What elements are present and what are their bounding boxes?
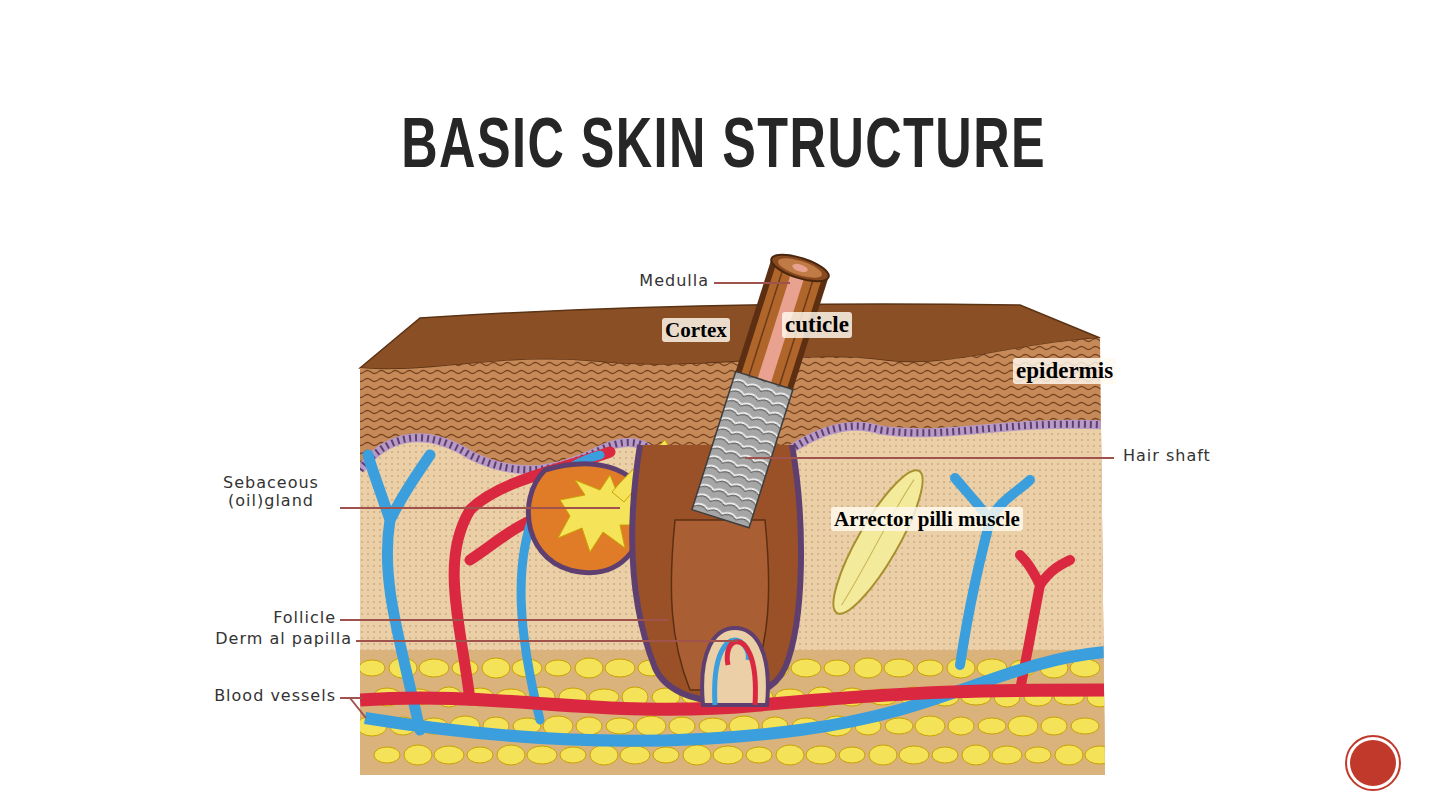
fat-cell — [1008, 716, 1038, 736]
fat-cell — [404, 745, 432, 765]
fat-cell — [1041, 717, 1067, 735]
fat-cell — [713, 746, 743, 764]
part-label: Derm al papilla — [215, 630, 352, 648]
fat-cell — [359, 660, 385, 676]
part-label: Hair shaft — [1123, 447, 1211, 465]
fat-cell — [885, 718, 913, 734]
part-label: Cortex — [662, 318, 730, 342]
fat-cell — [683, 745, 711, 765]
part-label: Medulla — [639, 272, 709, 290]
fat-cell — [1055, 745, 1083, 765]
fat-cell — [1085, 746, 1115, 764]
fat-cell — [746, 747, 772, 763]
fat-cell — [917, 660, 943, 676]
fat-cell — [962, 745, 990, 765]
fat-cell — [839, 747, 865, 763]
fat-cell — [545, 660, 571, 676]
fat-cell — [482, 658, 510, 678]
slide-title: BASIC SKIN STRUCTURE — [205, 103, 1242, 184]
fat-cell — [653, 747, 679, 763]
fat-cell — [869, 745, 897, 765]
fat-cell — [791, 659, 821, 677]
fat-cell — [560, 747, 586, 763]
part-label: Sebaceous (oil)gland — [206, 474, 336, 511]
part-label: cuticle — [782, 312, 852, 338]
fat-cell — [978, 718, 1006, 734]
fat-cell — [776, 745, 804, 765]
fat-cell — [884, 659, 914, 677]
fat-cell — [824, 660, 850, 676]
fat-cell — [899, 746, 929, 764]
fat-cell — [992, 746, 1022, 764]
fat-cell — [374, 747, 400, 763]
fat-cell — [434, 746, 464, 764]
fat-cell — [1025, 747, 1051, 763]
fat-cell — [605, 659, 635, 677]
fat-cell — [419, 659, 449, 677]
fat-cell — [575, 658, 603, 678]
part-label: Arrector pilli muscle — [831, 507, 1023, 531]
fat-cell — [932, 747, 958, 763]
part-label: Follicle — [273, 609, 336, 627]
fat-cell — [527, 746, 557, 764]
part-label: Blood vessels — [214, 687, 336, 705]
fat-cell — [576, 717, 602, 735]
fat-cell — [636, 716, 666, 736]
fat-cell — [606, 718, 634, 734]
fat-cell — [669, 717, 695, 735]
fat-cell — [497, 745, 525, 765]
fat-cell — [699, 718, 727, 734]
fat-cell — [948, 717, 974, 735]
fat-cell — [467, 747, 493, 763]
fat-cell — [854, 658, 882, 678]
fat-cell — [590, 745, 618, 765]
fat-cell — [915, 716, 945, 736]
fat-cell — [806, 746, 836, 764]
layer-label: epidermis — [1013, 358, 1116, 384]
fat-cell — [1071, 718, 1099, 734]
fat-cell — [620, 746, 650, 764]
